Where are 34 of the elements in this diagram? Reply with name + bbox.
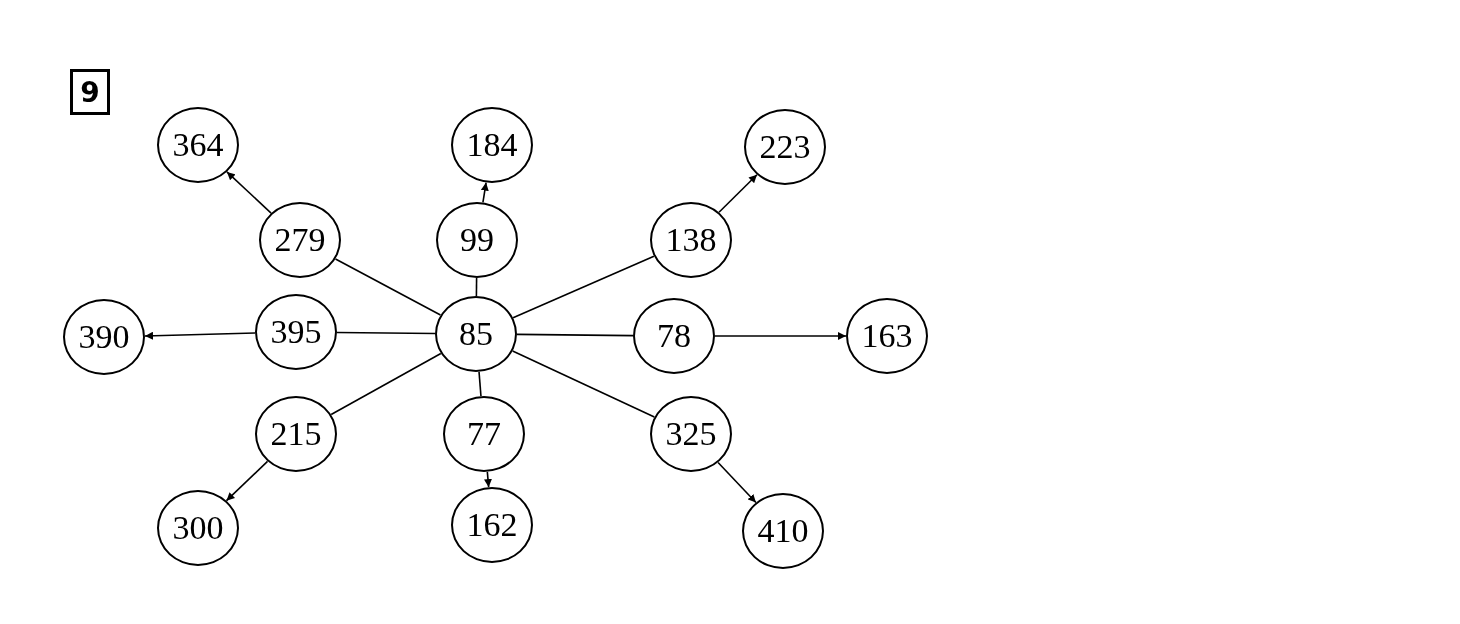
arrow bbox=[225, 460, 269, 502]
connector-line bbox=[478, 371, 482, 397]
number-label: 78 bbox=[657, 317, 691, 355]
arrow bbox=[718, 173, 758, 214]
number-label: 85 bbox=[459, 315, 493, 353]
number-label: 99 bbox=[460, 221, 494, 259]
arrow bbox=[484, 471, 492, 488]
connector-line bbox=[516, 333, 634, 337]
number-label: 223 bbox=[759, 128, 811, 166]
number-label: 300 bbox=[172, 509, 224, 547]
number-label: 138 bbox=[665, 221, 717, 259]
arrow bbox=[226, 171, 272, 214]
connector-line bbox=[512, 255, 655, 319]
number-label: 163 bbox=[861, 317, 913, 355]
number-label: 364 bbox=[172, 126, 224, 164]
number-label: 395 bbox=[270, 313, 322, 351]
connector-line bbox=[511, 350, 656, 418]
number-label: 77 bbox=[467, 415, 501, 453]
number-label: 162 bbox=[466, 506, 518, 544]
arrow bbox=[480, 181, 489, 204]
number-label: 410 bbox=[757, 512, 809, 550]
arrow bbox=[714, 332, 847, 340]
number-label: 325 bbox=[665, 415, 717, 453]
connector-line bbox=[475, 277, 478, 297]
connector-line bbox=[336, 331, 436, 335]
number-label: 279 bbox=[274, 221, 326, 259]
arrow bbox=[144, 331, 256, 340]
connector-line bbox=[334, 258, 442, 316]
number-label: 215 bbox=[270, 415, 322, 453]
arrow bbox=[717, 461, 757, 504]
number-label: 390 bbox=[78, 318, 130, 356]
task-number: 9 bbox=[70, 69, 110, 115]
connector-line bbox=[330, 352, 442, 416]
number-label: 184 bbox=[466, 126, 518, 164]
